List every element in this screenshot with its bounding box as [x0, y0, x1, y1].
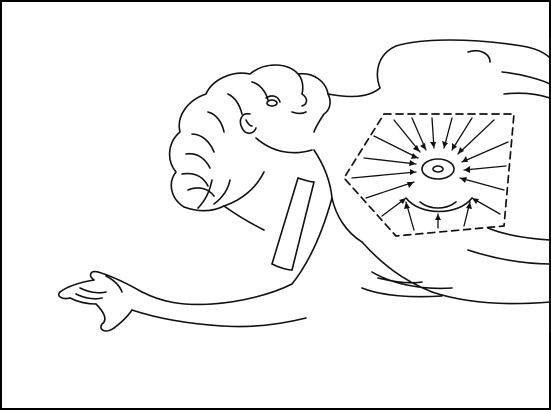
head: [170, 65, 330, 211]
lower-body: [362, 242, 550, 304]
arm-and-hand: [59, 198, 332, 331]
torso-outline: [224, 40, 550, 270]
radial-arrows: [352, 118, 508, 230]
massage-area: [344, 114, 514, 236]
